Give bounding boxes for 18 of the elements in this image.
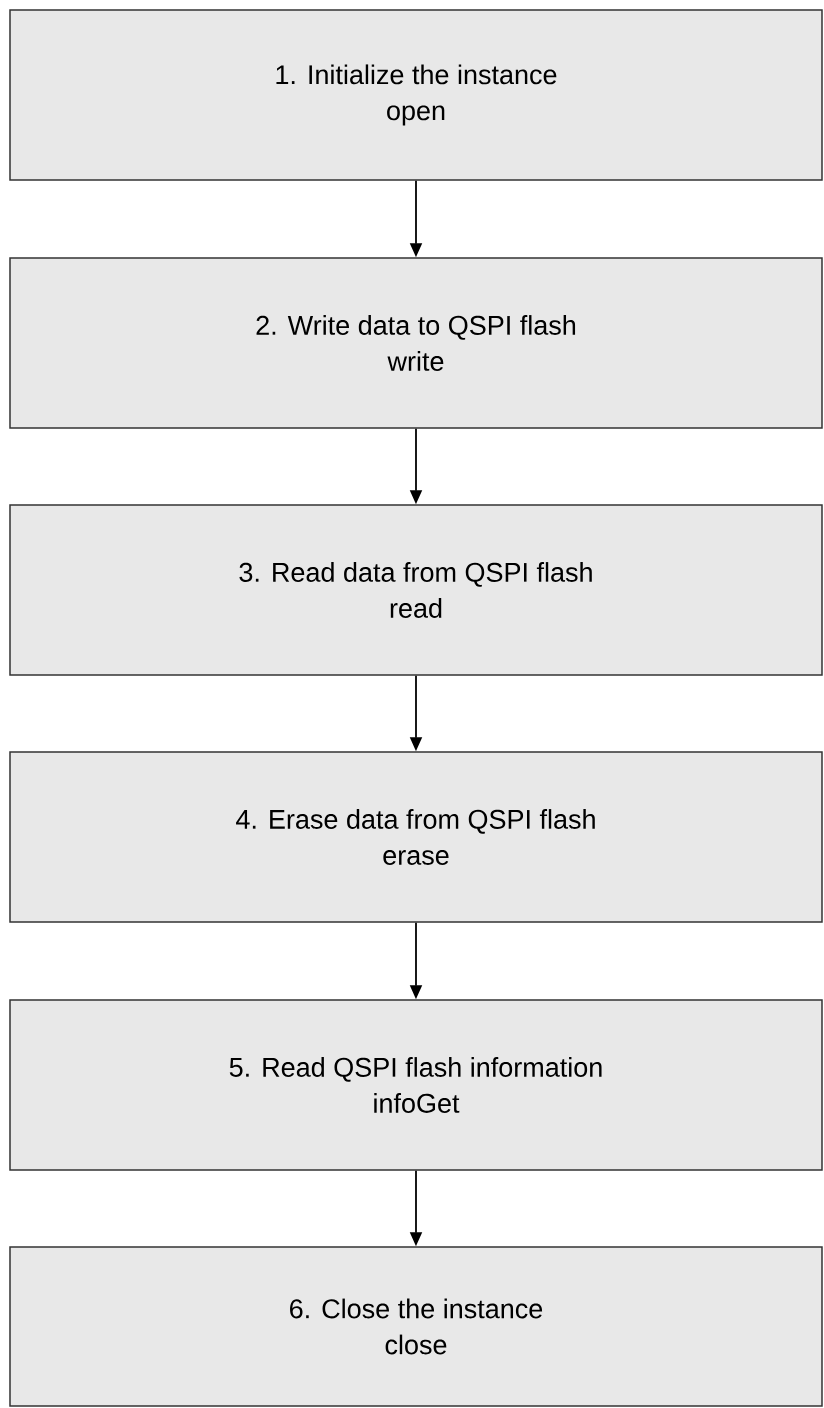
process-box — [9, 9, 823, 181]
step-label: infoGet — [374, 1093, 460, 1113]
process-box — [9, 999, 823, 1171]
process-box — [9, 504, 823, 676]
step-label: read — [390, 598, 442, 618]
step-label: write — [387, 351, 444, 371]
step-label: erase — [383, 850, 449, 865]
process-box — [9, 1246, 823, 1407]
step-label: open — [387, 105, 445, 126]
step-label: close — [385, 1334, 447, 1355]
step-label: 4. Erase data from QSPI flash — [236, 809, 595, 834]
step-label: 5. Read QSPI flash information — [229, 1057, 602, 1082]
process-box — [9, 751, 823, 923]
step-label: 3. Read data from QSPI flash — [239, 562, 592, 587]
step-label: 1. Initialize the instance — [276, 64, 557, 85]
step-label: 6. Close the instance — [290, 1298, 543, 1319]
step-label: 2. Write data to QSPI flash — [256, 315, 576, 340]
process-box — [9, 257, 823, 429]
